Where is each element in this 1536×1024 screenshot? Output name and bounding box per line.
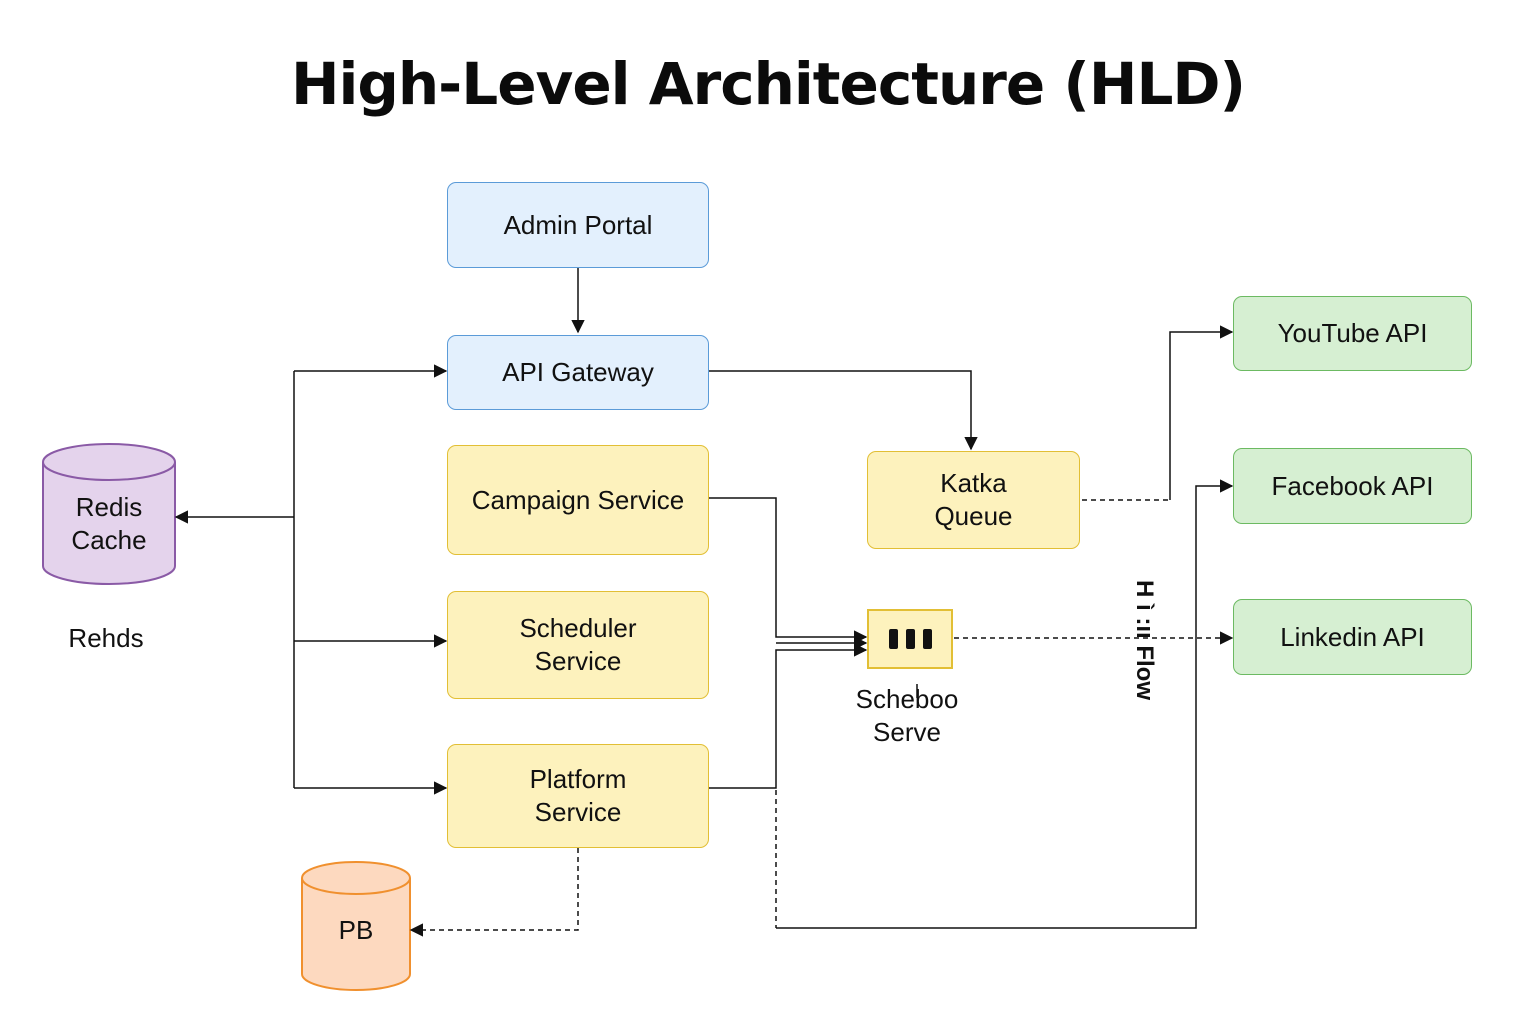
- facebook-api-node: Facebook API: [1233, 448, 1472, 524]
- edge-platform-to-worker: [709, 643, 868, 789]
- worker-bars-icon: [868, 610, 952, 668]
- edge-kafka-to-youtube: [1169, 325, 1234, 500]
- api-gateway-node: API Gateway: [447, 335, 709, 410]
- edge-bottom-to-facebook: [776, 479, 1234, 929]
- redis-cache-cylinder: [42, 443, 176, 585]
- flow-label: H ì :ıı Flow: [1131, 580, 1158, 700]
- worker-bar: [922, 629, 932, 649]
- youtube-api-node: YouTube API: [1233, 296, 1472, 371]
- redis-cylinder-top: [42, 443, 176, 481]
- redis-cache-label: Redis Cache: [71, 492, 147, 555]
- redis-caption: Rehds: [68, 623, 144, 653]
- admin-portal-node: Admin Portal: [447, 182, 709, 268]
- campaign-service-node: Campaign Service: [447, 445, 709, 555]
- pb-cylinder-top: [301, 861, 411, 895]
- edge-campaign-to-worker: [709, 497, 868, 644]
- pb-cylinder: [301, 861, 411, 991]
- scheduler-service-node: Scheduler Service: [447, 591, 709, 699]
- linkedin-api-node: Linkedin API: [1233, 599, 1472, 675]
- edge-gateway-to-kafka: [709, 370, 978, 451]
- diagram-title: High-Level Architecture (HLD): [290, 50, 1246, 118]
- kafka-queue-node: Katka Queue: [867, 451, 1080, 549]
- platform-service-node: Platform Service: [447, 744, 709, 848]
- scheduler-caption: Scheboo Serve: [855, 684, 959, 747]
- worker-bar: [888, 629, 898, 649]
- worker-bar: [905, 629, 915, 649]
- edge-platform-to-pb: [409, 848, 579, 937]
- redis-cylinder-body: [42, 462, 176, 585]
- pb-cylinder-body: [301, 878, 411, 991]
- pb-label: PB: [338, 914, 374, 945]
